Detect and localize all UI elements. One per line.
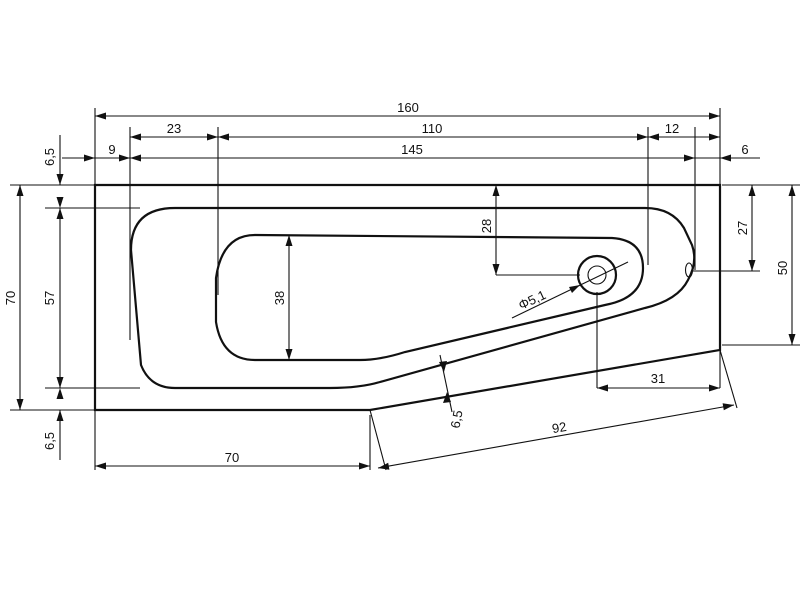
label-rim-length: 145 (401, 142, 423, 157)
label-drain-offset: 31 (651, 371, 665, 386)
tub-inner-rim (129, 206, 696, 390)
tub-outer-outline (93, 183, 722, 412)
drain-outer-icon (576, 254, 618, 296)
label-overall-length: 160 (397, 100, 419, 115)
label-slant-margin: 6,5 (448, 409, 466, 429)
label-basin-width: 38 (272, 291, 287, 305)
label-inner-length: 110 (422, 121, 443, 136)
label-overall-width: 70 (3, 291, 18, 305)
tub-basin-outline (214, 233, 645, 362)
label-left-offset: 23 (167, 121, 181, 136)
label-right-width: 50 (775, 261, 790, 275)
drain-inner-icon (587, 265, 607, 285)
label-right-depth: 27 (735, 221, 750, 235)
overflow-icon (684, 262, 694, 278)
label-bottom-margin: 6,5 (42, 432, 57, 450)
label-top-margin: 6,5 (42, 148, 57, 166)
label-right-offset: 12 (665, 121, 679, 136)
extension-lines (10, 108, 800, 471)
label-drain-depth: 28 (479, 219, 494, 233)
label-rim-right: 6 (741, 142, 748, 157)
label-inner-width: 57 (42, 291, 57, 305)
arrowheads (16, 112, 796, 470)
dimension-lines (19, 115, 793, 469)
label-bottom-left-length: 70 (225, 450, 239, 465)
label-rim-left: 9 (108, 142, 115, 157)
label-slant-length: 92 (551, 419, 568, 436)
